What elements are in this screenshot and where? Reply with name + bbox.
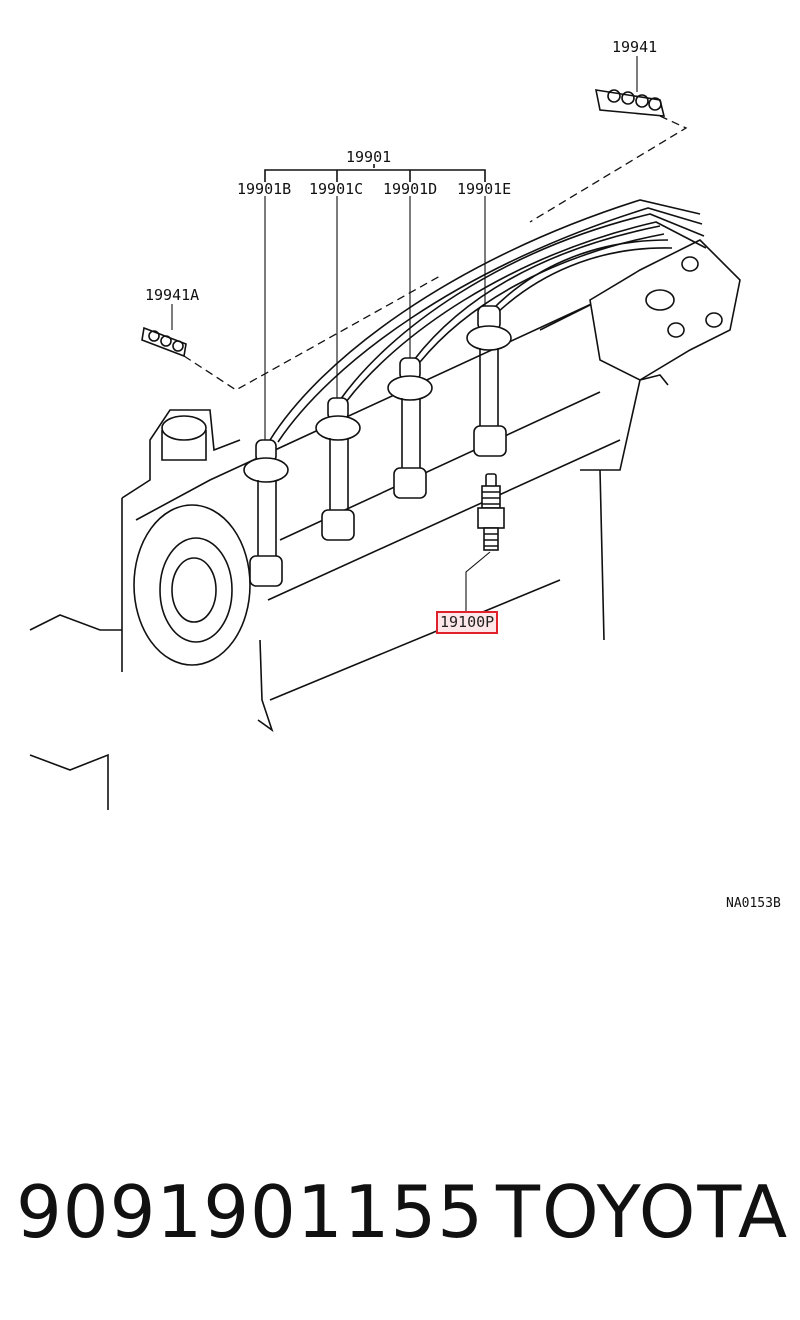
drawing-code: NA0153B bbox=[726, 896, 781, 911]
wire-set-bracket bbox=[264, 169, 486, 182]
plug-boot-19901e bbox=[466, 305, 512, 457]
distributor bbox=[589, 239, 741, 386]
part-number: 9091901155 bbox=[16, 1170, 485, 1254]
plug-boot-19901d bbox=[387, 357, 433, 499]
callout-19100p-highlighted[interactable]: 19100P bbox=[436, 611, 499, 634]
callout-19941[interactable]: 19941 bbox=[612, 38, 658, 56]
callout-19901d[interactable]: 19901D bbox=[383, 180, 438, 198]
brand-name: TOYOTA bbox=[496, 1170, 790, 1254]
exploded-parts-diagram: 19941 19901 19901B 19901C 19901D 19901E … bbox=[29, 38, 781, 911]
clamp-19941-position-line bbox=[529, 115, 688, 223]
part-footer: 9091901155 TOYOTA bbox=[0, 1170, 800, 1270]
callout-19901e[interactable]: 19901E bbox=[457, 180, 512, 198]
plug-boot-19901b bbox=[243, 439, 289, 587]
plug-boot-19901c bbox=[315, 397, 361, 541]
callout-19901b[interactable]: 19901B bbox=[237, 180, 292, 198]
clamp-19941a-position-line bbox=[183, 275, 441, 391]
leader-19100p bbox=[465, 551, 491, 612]
callout-19901[interactable]: 19901 bbox=[346, 148, 392, 166]
spark-plug bbox=[477, 473, 505, 551]
callout-19941a[interactable]: 19941A bbox=[145, 286, 200, 304]
engine-block bbox=[29, 298, 641, 810]
clamp-19941 bbox=[594, 89, 666, 117]
engine-ignition-drawing bbox=[29, 56, 741, 810]
clamp-19941a bbox=[141, 326, 187, 358]
ignition-wire-bundle bbox=[269, 199, 707, 443]
callout-19901c[interactable]: 19901C bbox=[309, 180, 364, 198]
